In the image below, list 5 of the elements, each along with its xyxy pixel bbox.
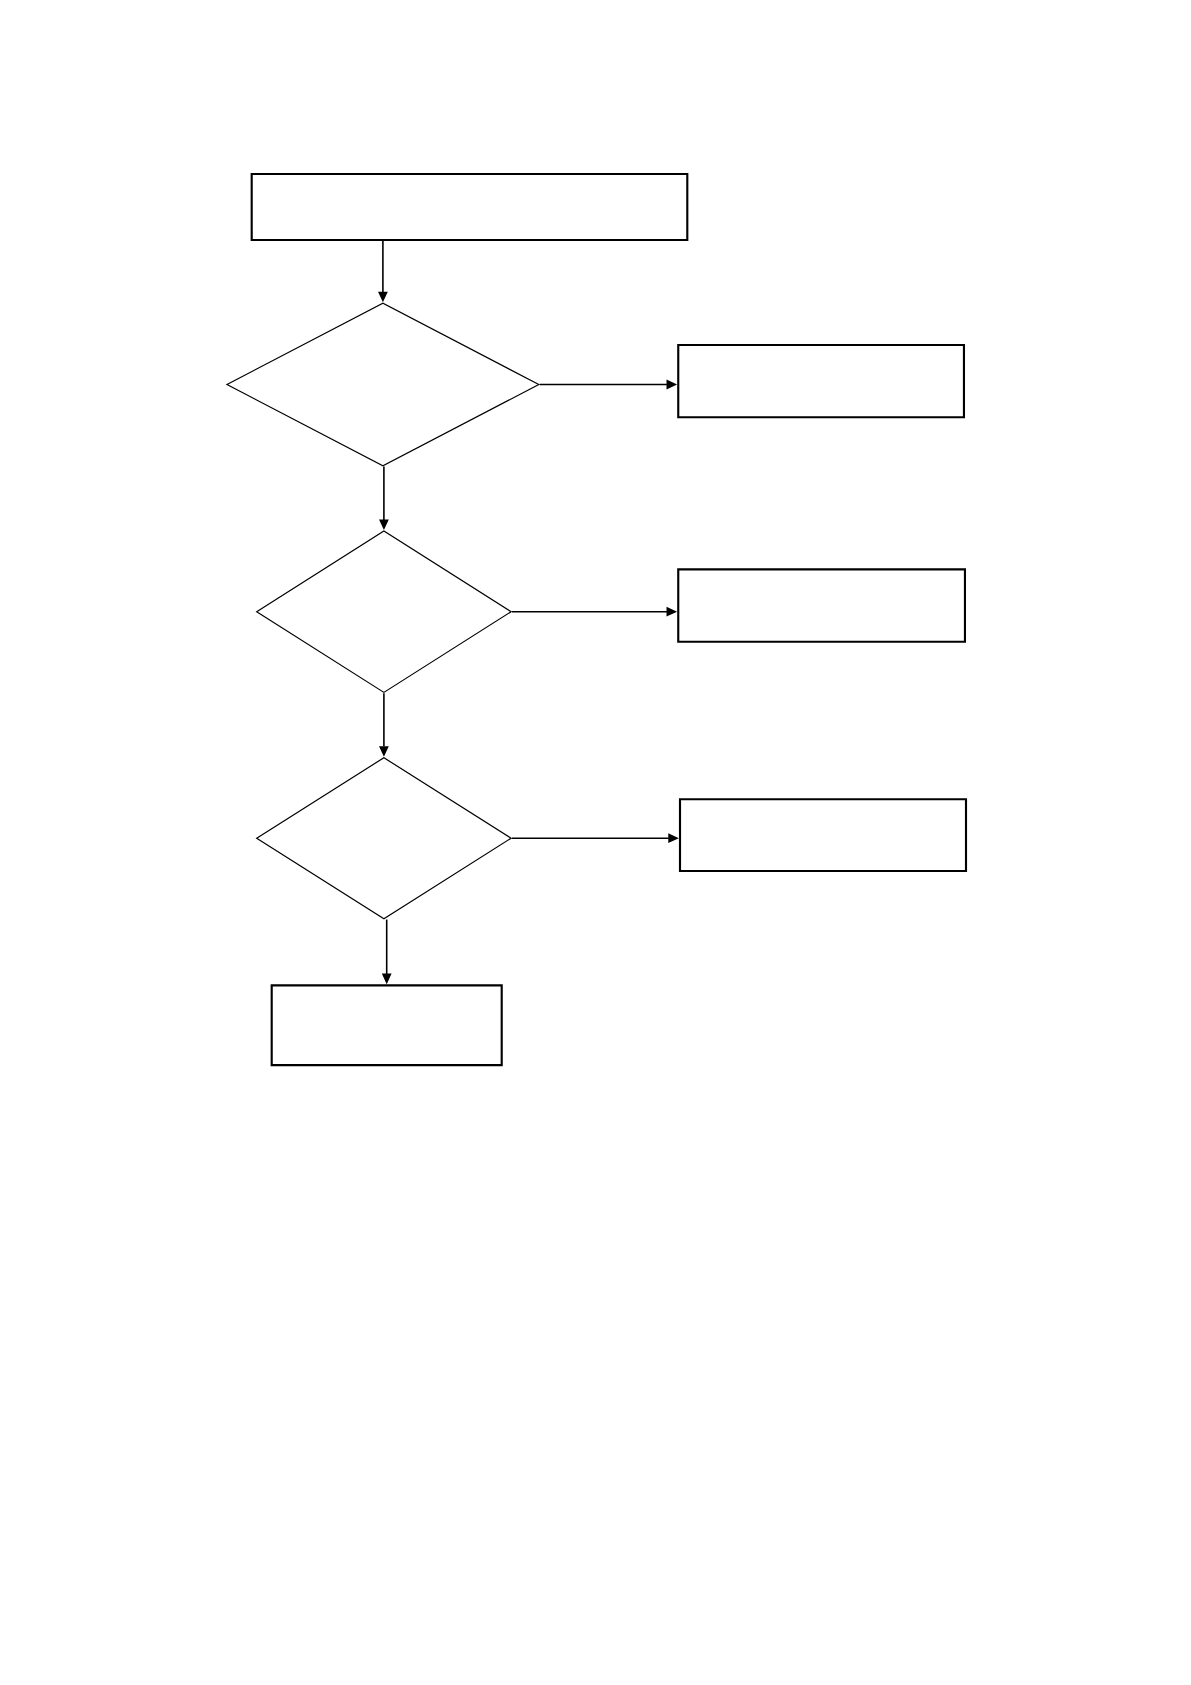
process-box — [677, 343, 966, 419]
process-box — [270, 984, 503, 1067]
process-box — [250, 172, 689, 242]
process-box — [677, 568, 966, 643]
process-box — [678, 798, 968, 873]
